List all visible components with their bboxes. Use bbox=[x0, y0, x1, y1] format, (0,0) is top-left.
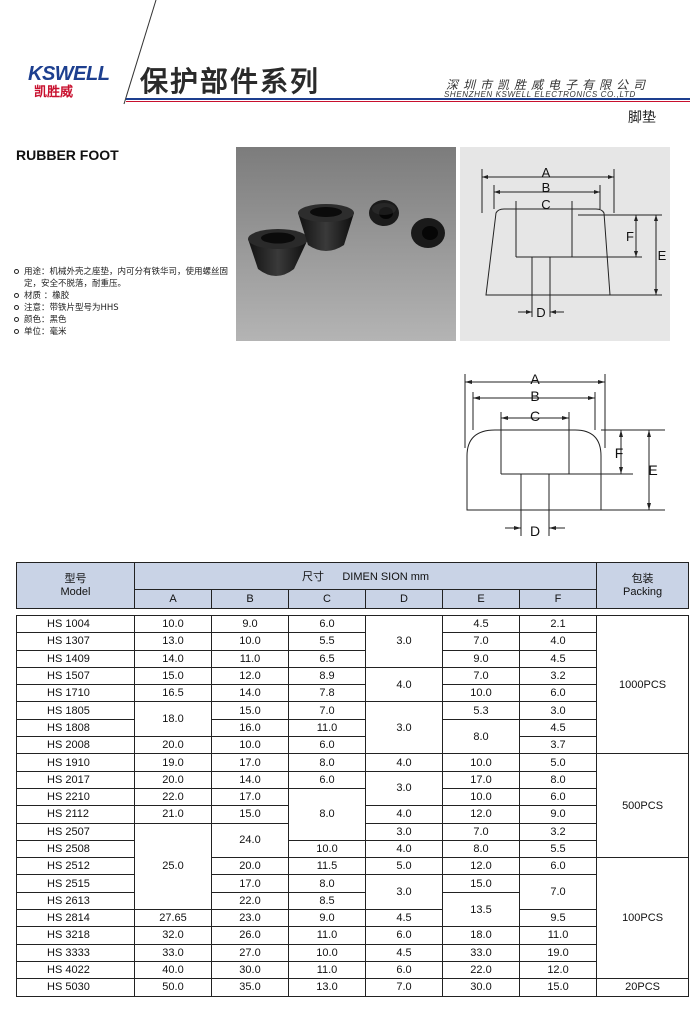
company-logo: KSWELL 凯胜威 bbox=[28, 64, 128, 106]
packing-cell: 1000PCS bbox=[596, 614, 690, 755]
header-packing: 包装 Packing bbox=[596, 562, 690, 609]
header-model: 型号 Model bbox=[16, 562, 135, 609]
header-col-a: A bbox=[134, 589, 212, 609]
table-row: HS 2515 17.0 8.0 3.0 15.0 7.0 bbox=[16, 874, 689, 911]
dim-label-d: D bbox=[536, 305, 545, 320]
dim-label-f: F bbox=[615, 445, 624, 461]
spec-note: 注意：带铁片型号为HHS bbox=[14, 302, 234, 314]
table-row: HS 5030 50.0 35.0 13.0 7.0 30.0 15.0 20P… bbox=[16, 978, 690, 997]
spec-material: 材质 ：橡胶 bbox=[14, 290, 234, 302]
table-row: HS 2508 10.0 4.0 8.0 5.5 bbox=[16, 839, 689, 859]
series-title: 保护部件系列 bbox=[140, 65, 321, 98]
table-row: HS 2512 20.0 11.5 5.0 12.0 6.0 100PCS bbox=[16, 857, 690, 980]
table-row: HS 1307 13.0 10.0 5.5 7.0 4.0 bbox=[16, 632, 689, 651]
table-row: HS 2814 27.65 23.0 9.0 4.5 9.5 bbox=[16, 909, 689, 928]
table-row: HS 1409 14.0 11.0 6.5 9.0 4.5 bbox=[16, 649, 689, 668]
category-label: 脚垫 bbox=[628, 110, 656, 126]
header-rule bbox=[126, 98, 690, 100]
logo-brand-text: KSWELL bbox=[28, 63, 110, 85]
packing-cell: 20PCS bbox=[596, 978, 690, 997]
header-slash-line bbox=[123, 0, 157, 105]
dim-label-a: A bbox=[530, 371, 540, 387]
table-row: HS 2008 20.0 10.0 6.0 3.7 bbox=[16, 736, 689, 755]
table-row: HS 4022 40.0 30.0 11.0 6.0 22.0 12.0 bbox=[16, 960, 689, 980]
header-rule-accent bbox=[126, 101, 690, 102]
product-spec-list: 用途：机械外壳之座垫，内可分有铁华司，使用螺丝固定，安全不脱落，耐重压。 材质 … bbox=[14, 266, 234, 338]
company-name-en: SHENZHEN KSWELL ELECTRONICS CO.,LTD bbox=[444, 90, 636, 99]
spec-usage: 用途：机械外壳之座垫，内可分有铁华司，使用螺丝固定，安全不脱落，耐重压。 bbox=[14, 266, 234, 290]
dim-label-b: B bbox=[542, 180, 551, 195]
merged-d-cell: 3.0 bbox=[365, 701, 443, 755]
header-col-b: B bbox=[211, 589, 289, 609]
table-gap bbox=[16, 608, 689, 616]
dimension-table: 型号 Model 尺寸 DIMEN SION mm 包装 Packing A B… bbox=[16, 562, 690, 997]
merged-d-cell: 3.0 bbox=[365, 615, 443, 668]
table-row: HS 1805 18.0 15.0 7.0 3.0 5.3 3.0 bbox=[16, 701, 689, 755]
header-dimensions: 尺寸 DIMEN SION mm bbox=[133, 562, 598, 590]
dim-label-f: F bbox=[626, 229, 634, 244]
header-col-f: F bbox=[518, 589, 598, 609]
company-name-cn: 深圳市凯胜威电子有限公司 bbox=[446, 78, 651, 92]
dimension-drawing-tapered: A B C E F D bbox=[460, 147, 670, 341]
dimension-drawing-rounded: A B C E F D bbox=[464, 371, 665, 539]
header-col-c: C bbox=[288, 589, 366, 609]
dim-label-d: D bbox=[530, 523, 540, 539]
table-row: HS 1004 10.0 9.0 6.0 3.0 4.5 2.1 1000PCS bbox=[16, 614, 690, 755]
dim-label-c: C bbox=[541, 197, 550, 212]
header-col-d: D bbox=[365, 589, 443, 609]
logo-brand-cn: 凯胜威 bbox=[34, 84, 74, 99]
dim-label-a: A bbox=[542, 165, 551, 180]
table-row: HS 1710 16.5 14.0 7.8 10.0 6.0 bbox=[16, 684, 689, 703]
spec-unit: 单位：毫米 bbox=[14, 326, 234, 338]
table-row: HS 2017 20.0 14.0 6.0 3.0 17.0 8.0 bbox=[16, 770, 689, 807]
spec-color: 颜色：黑色 bbox=[14, 314, 234, 326]
table-row: HS 1507 15.0 12.0 8.9 4.0 7.0 3.2 bbox=[16, 666, 689, 703]
table-row: HS 2507 25.0 24.0 3.0 7.0 3.2 bbox=[16, 822, 689, 911]
product-title: RUBBER FOOT bbox=[16, 147, 119, 163]
dim-label-c: C bbox=[530, 408, 540, 424]
packing-cell: 500PCS bbox=[596, 753, 690, 859]
table-row: HS 3333 33.0 27.0 10.0 4.5 33.0 19.0 bbox=[16, 943, 689, 962]
packing-cell: 100PCS bbox=[596, 857, 690, 980]
product-photo bbox=[236, 147, 456, 341]
table-row: HS 2112 21.0 15.0 4.0 12.0 9.0 bbox=[16, 805, 689, 824]
dim-label-b: B bbox=[530, 388, 539, 404]
table-row: HS 1910 19.0 17.0 8.0 4.0 10.0 5.0 500PC… bbox=[16, 753, 690, 859]
dim-label-e: E bbox=[648, 462, 657, 478]
dim-label-e: E bbox=[658, 248, 667, 263]
table-row: HS 2210 22.0 17.0 8.0 10.0 6.0 bbox=[16, 787, 689, 841]
header-col-e: E bbox=[442, 589, 520, 609]
table-row: HS 3218 32.0 26.0 11.0 6.0 18.0 11.0 bbox=[16, 926, 689, 945]
table-row: HS 1808 16.0 11.0 8.0 4.5 bbox=[16, 718, 689, 755]
merged-d-cell: 4.0 bbox=[365, 666, 443, 703]
